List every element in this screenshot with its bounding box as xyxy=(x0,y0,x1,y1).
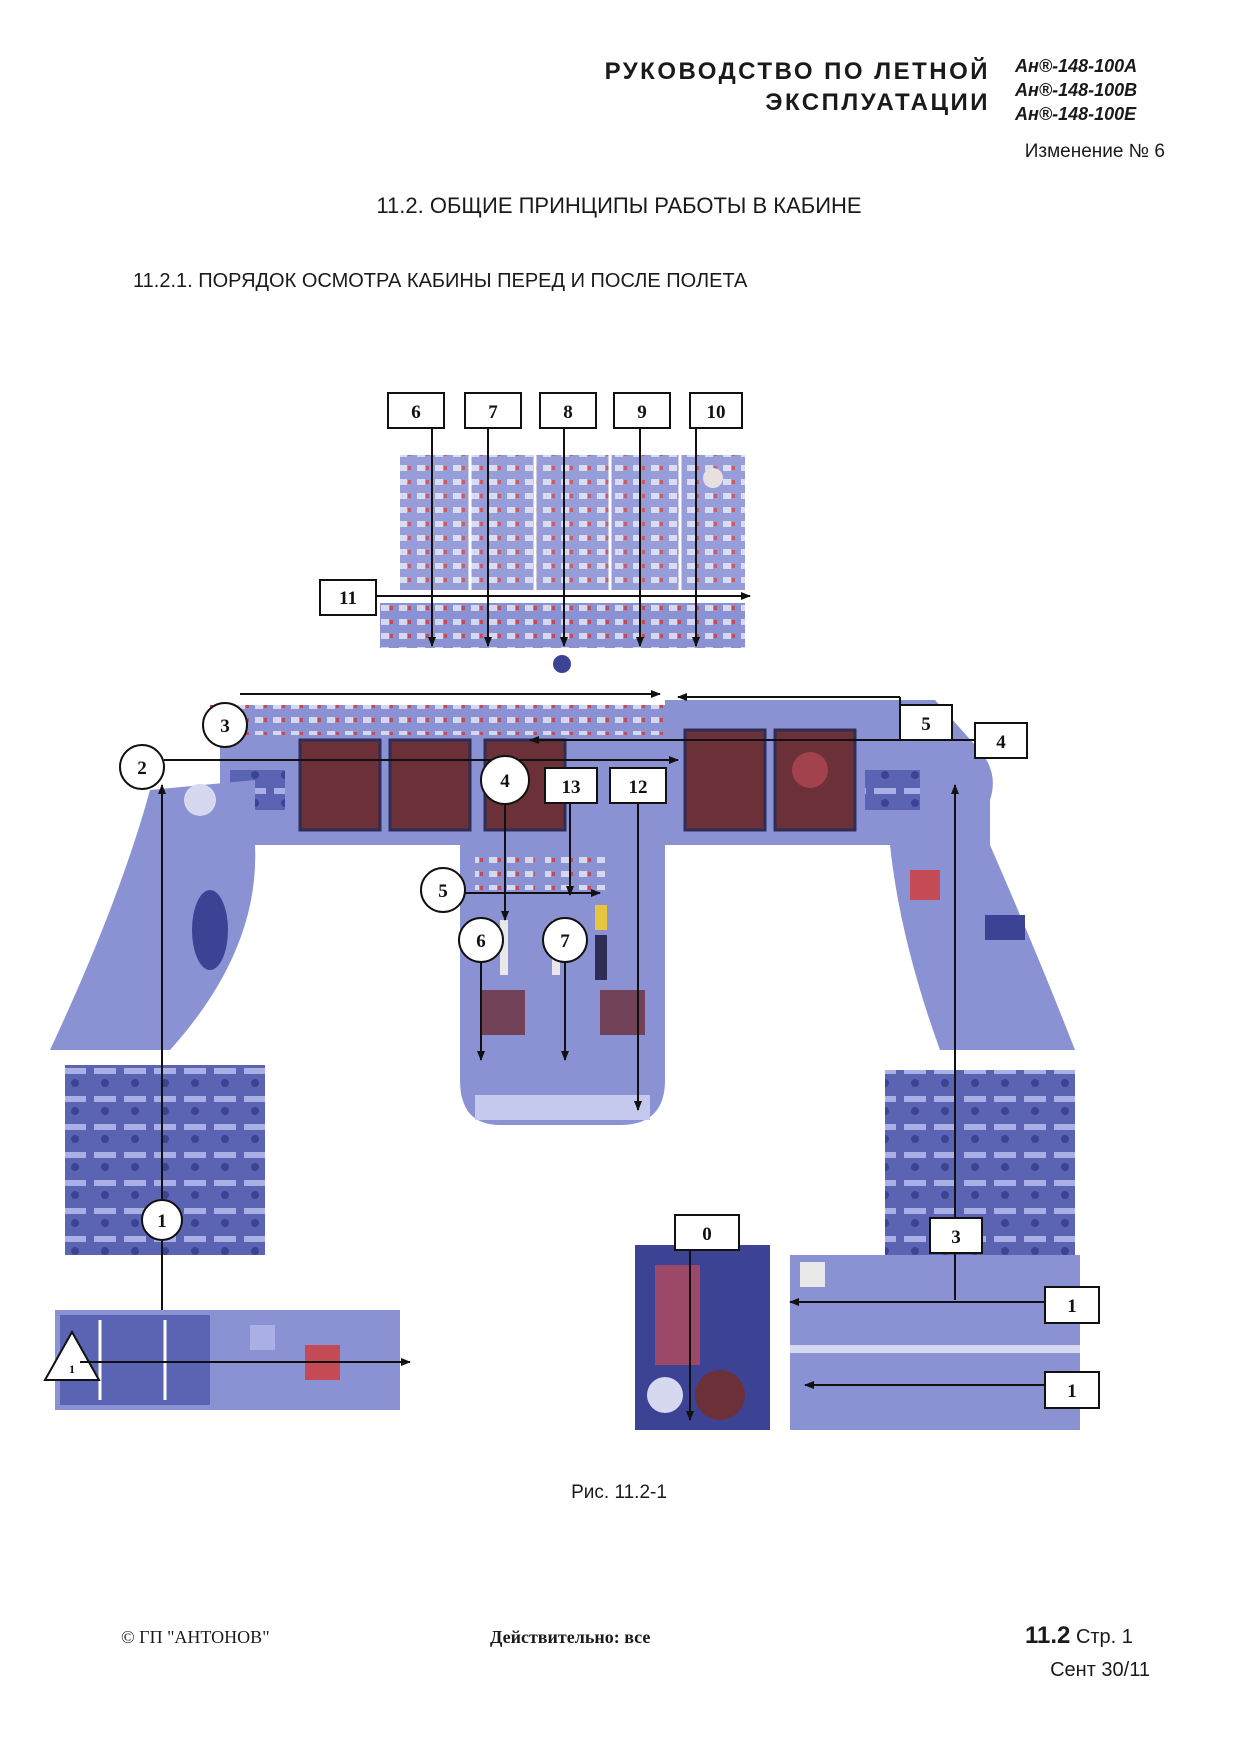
callout-overhead-10: 10 xyxy=(707,402,726,423)
page-label: Стр. 1 xyxy=(1075,1626,1133,1648)
callout-right-13: 13 xyxy=(562,777,581,798)
callout-overhead-11: 11 xyxy=(339,588,357,609)
subsection-title: 11.2.1. ПОРЯДОК ОСМОТРА КАБИНЫ ПЕРЕД И П… xyxy=(133,270,748,292)
callout-overhead-9: 9 xyxy=(637,402,647,423)
footer-validity: Действительно: все xyxy=(490,1627,651,1647)
callout-overhead-8: 8 xyxy=(563,402,573,423)
page-section: 11.2 xyxy=(1025,1622,1071,1649)
callout-left-1: 1 xyxy=(157,1211,167,1232)
callout-left-2: 2 xyxy=(137,758,147,779)
center-pedestal xyxy=(460,845,665,1125)
manual-title-line1: РУКОВОДСТВО ПО ЛЕТНОЙ xyxy=(604,58,990,85)
model-e: Ан®-148-100Е xyxy=(1015,104,1137,124)
manual-title-line2: ЭКСПЛУАТАЦИИ xyxy=(765,89,990,116)
callout-overhead-7: 7 xyxy=(488,402,498,423)
callout-right-3: 3 xyxy=(951,1227,961,1248)
callout-labels: 6 7 8 9 10 11 1 2 3 4 5 6 7 1 1 1 3 4 5 … xyxy=(69,402,1077,1402)
aircraft-models: Ан®-148-100А Ан®-148-100В Ан®-148-100Е xyxy=(1015,54,1180,126)
callout-left-7: 7 xyxy=(560,931,570,952)
callout-right-0: 0 xyxy=(702,1224,712,1245)
left-circuit-breaker-panel xyxy=(55,1065,400,1410)
footer-date: Сент 30/11 xyxy=(1050,1659,1150,1681)
footer-page-number: 11.2 Стр. 1 xyxy=(1025,1622,1155,1650)
callout-left-6: 6 xyxy=(476,931,486,952)
left-side-console xyxy=(50,780,256,1050)
callout-right-5: 5 xyxy=(921,714,931,735)
model-a: Ан®-148-100А xyxy=(1015,56,1138,76)
callout-overhead-6: 6 xyxy=(411,402,421,423)
change-number: Изменение № 6 xyxy=(1024,141,1165,162)
model-b: Ан®-148-100В xyxy=(1015,80,1138,100)
right-side-console xyxy=(890,845,1075,1050)
callout-right-4: 4 xyxy=(996,732,1006,753)
footer-copyright: © ГП "АНТОНОВ" xyxy=(121,1627,270,1647)
callout-left-5: 5 xyxy=(438,881,448,902)
callout-left-triangle-1: 1 xyxy=(69,1362,75,1376)
callout-overlays xyxy=(43,392,1100,1421)
section-title: 11.2. ОБЩИЕ ПРИНЦИПЫ РАБОТЫ В КАБИНЕ xyxy=(376,193,862,218)
callout-right-1: 1 xyxy=(1067,1381,1077,1402)
callout-left-4: 4 xyxy=(500,771,510,792)
callout-right-12: 12 xyxy=(629,777,648,798)
figure-caption: Рис. 11.2-1 xyxy=(571,1482,667,1503)
main-instrument-panel xyxy=(210,700,993,845)
right-circuit-breaker-panel xyxy=(635,1070,1080,1430)
manual-title: РУКОВОДСТВО ПО ЛЕТНОЙ ЭКСПЛУАТАЦИИ xyxy=(560,56,990,118)
callout-right-1-lower: 1 xyxy=(1067,1296,1077,1317)
overhead-panel xyxy=(380,455,745,673)
callout-left-3: 3 xyxy=(220,716,230,737)
